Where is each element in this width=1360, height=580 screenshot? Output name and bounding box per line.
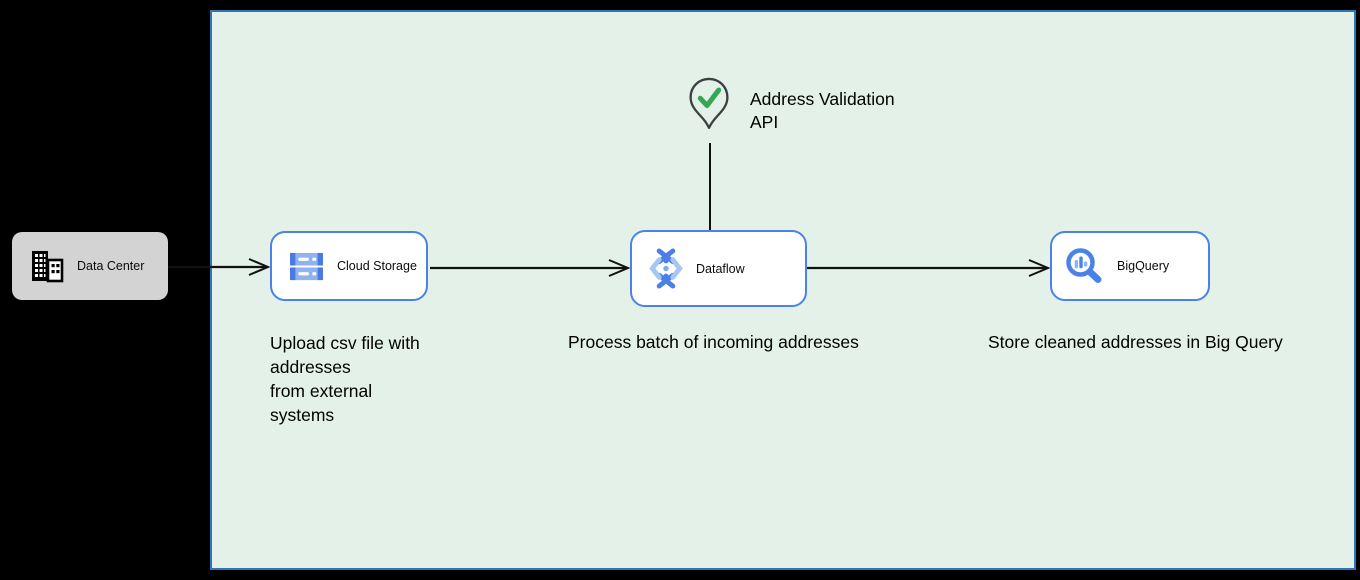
api-label: Address Validation API — [750, 89, 895, 132]
node-dataflow[interactable]: Dataflow — [630, 230, 807, 307]
node-dataflow-label: Dataflow — [696, 261, 745, 276]
bigquery-icon — [1066, 248, 1102, 283]
node-bigquery-label: BigQuery — [1117, 259, 1170, 273]
node-cloud-storage[interactable]: Cloud Storage — [270, 231, 428, 301]
map-pin-check-icon — [689, 77, 729, 129]
node-cloud-storage-label: Cloud Storage — [337, 259, 417, 273]
caption-process-batch: Process batch of incoming addresses — [568, 332, 859, 352]
node-data-center[interactable]: Data Center — [12, 232, 168, 300]
node-bigquery[interactable]: BigQuery — [1050, 231, 1210, 301]
building-icon — [32, 251, 64, 283]
dataflow-icon — [649, 248, 683, 289]
caption-store-bigquery: Store cleaned addresses in Big Query — [988, 332, 1283, 352]
caption-upload-csv: Upload csv file with addresses from exte… — [270, 333, 420, 425]
node-data-center-label: Data Center — [77, 259, 145, 273]
cloud-storage-icon — [290, 252, 323, 280]
